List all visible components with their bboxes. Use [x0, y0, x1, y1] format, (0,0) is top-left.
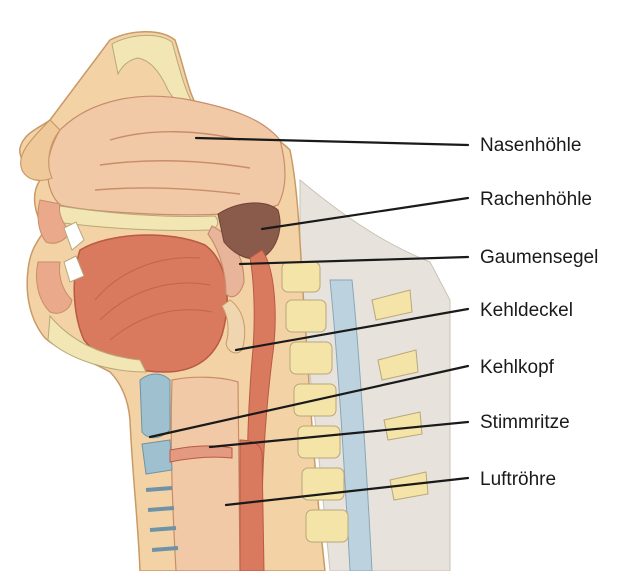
- upper-tooth: [63, 221, 85, 251]
- label-gaumensegel: Gaumensegel: [480, 247, 598, 268]
- nose: [20, 119, 61, 181]
- upper-lip: [37, 199, 71, 244]
- vertebra-3: [289, 341, 333, 375]
- leader-stimmritze: [208, 420, 470, 449]
- leader-lines: [148, 136, 470, 507]
- leader-rachenhoehle: [260, 196, 470, 231]
- leader-kehldeckel: [234, 307, 470, 352]
- vertebra-7: [305, 509, 349, 543]
- nasal-conchae: [94, 131, 251, 195]
- vertebra-1: [281, 261, 321, 293]
- leader-nasenhoehle: [194, 136, 470, 147]
- spinal-canal: [329, 279, 373, 571]
- label-kehlkopf: Kehlkopf: [480, 357, 555, 378]
- vocal-folds: [169, 445, 233, 463]
- lower-lip: [36, 261, 73, 314]
- spinous-processes: [371, 289, 429, 501]
- epiglottis: [221, 299, 246, 354]
- airway: [170, 376, 241, 571]
- esophagus: [239, 439, 265, 571]
- leader-gaumensegel: [238, 255, 470, 266]
- tracheal-rings: [145, 486, 179, 552]
- label-rachenhoehle: Rachenhöhle: [480, 189, 592, 210]
- vertebra-2: [285, 299, 327, 333]
- mandible: [47, 314, 147, 373]
- label-luftroehre: Luftröhre: [480, 469, 556, 490]
- labels: Nasenhöhle Rachenhöhle Gaumensegel Kehld…: [480, 135, 598, 490]
- leader-luftroehre: [224, 476, 470, 507]
- leader-kehlkopf: [148, 364, 470, 439]
- hard-palate: [55, 205, 219, 232]
- nasal-cavity: [47, 95, 286, 216]
- cricoid-cartilage: [141, 439, 173, 475]
- thyroid-cartilage: [139, 373, 171, 439]
- pharynx: [217, 202, 281, 260]
- tongue-fibers: [94, 257, 213, 341]
- lower-tooth: [63, 255, 85, 283]
- vertebra-5: [297, 425, 341, 459]
- illustration: [19, 31, 451, 571]
- label-kehldeckel: Kehldeckel: [480, 300, 573, 321]
- spine: [281, 261, 429, 571]
- label-stimmritze: Stimmritze: [480, 412, 570, 433]
- label-nasenhoehle: Nasenhöhle: [480, 135, 581, 156]
